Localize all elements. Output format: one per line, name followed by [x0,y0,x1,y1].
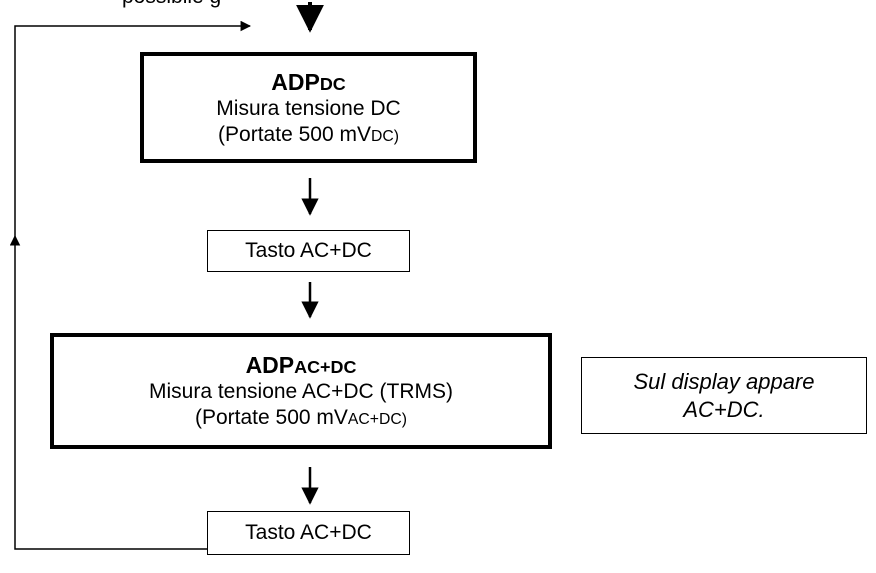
loop-line [14,250,208,550]
key-box-1-label: Tasto AC+DC [245,239,372,263]
top-partial-text: possibile g [122,0,221,9]
display-note-line1: Sul display appare [633,369,815,394]
display-note-box: Sul display appare AC+DC. [581,357,867,434]
key-box-1: Tasto AC+DC [207,230,410,272]
adp-dc-title: ADPDC [271,68,346,95]
adp-dc-line1: Misura tensione DC [216,96,401,120]
adp-dc-line2: (Portate 500 mVDC) [218,122,399,146]
key-box-2: Tasto AC+DC [207,511,410,555]
adp-acdc-title: ADPAC+DC [245,352,357,379]
adp-dc-box: ADPDC Misura tensione DC (Portate 500 mV… [140,52,477,163]
adp-acdc-line1: Misura tensione AC+DC (TRMS) [149,380,453,404]
key-box-2-label: Tasto AC+DC [245,521,372,545]
adp-acdc-line2: (Portate 500 mVAC+DC) [195,406,407,430]
display-note-line2: AC+DC. [683,396,765,422]
loop-top-line [14,20,252,236]
adp-acdc-box: ADPAC+DC Misura tensione AC+DC (TRMS) (P… [50,333,552,449]
